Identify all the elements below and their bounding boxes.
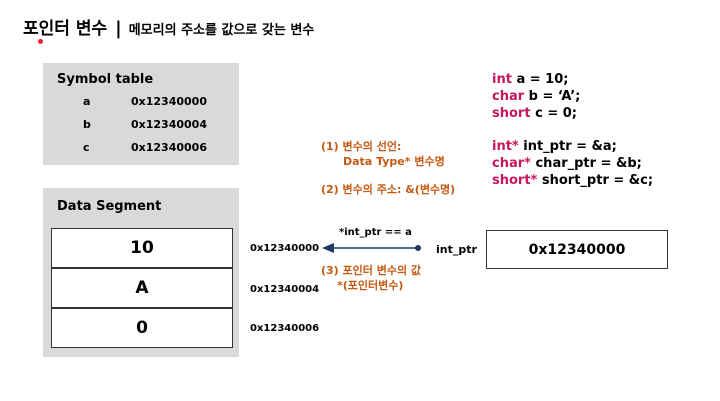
title-main: 포인터 변수 bbox=[23, 19, 108, 39]
code-keyword: char bbox=[492, 89, 525, 104]
code-keyword: char* bbox=[492, 156, 531, 171]
memory-cell: 0 bbox=[51, 308, 233, 348]
pointer-variable-label: int_ptr bbox=[436, 243, 477, 256]
title-separator: | bbox=[115, 18, 122, 39]
title-subtitle: 메모리의 주소를 값으로 갖는 변수 bbox=[128, 23, 315, 38]
symbol-name: a bbox=[83, 95, 91, 108]
memory-cell: 10 bbox=[51, 228, 233, 268]
code-keyword: short* bbox=[492, 173, 538, 188]
symbol-name: b bbox=[83, 118, 91, 131]
code-line: int a = 10; bbox=[492, 72, 568, 87]
note-declaration-line1: (1) 변수의 선언: bbox=[321, 140, 402, 153]
code-keyword: int bbox=[492, 72, 512, 87]
code-text: short_ptr = &c; bbox=[537, 173, 654, 188]
symbol-address: 0x12340004 bbox=[131, 118, 207, 131]
code-text: int_ptr = &a; bbox=[518, 139, 617, 154]
symbol-address: 0x12340000 bbox=[131, 95, 207, 108]
data-segment-panel: Data Segment 10 A 0 bbox=[43, 188, 239, 357]
memory-address-label: 0x12340000 bbox=[250, 243, 320, 254]
symbol-table-title: Symbol table bbox=[57, 72, 154, 87]
memory-cell: A bbox=[51, 268, 233, 308]
memory-address-label: 0x12340006 bbox=[250, 323, 320, 334]
code-line: short* short_ptr = &c; bbox=[492, 173, 653, 188]
arrow-origin-dot bbox=[415, 245, 421, 251]
code-line: char* char_ptr = &b; bbox=[492, 156, 642, 171]
laser-pointer-dot bbox=[38, 39, 43, 44]
code-keyword: int* bbox=[492, 139, 519, 154]
symbol-address: 0x12340006 bbox=[131, 141, 207, 154]
code-line: char b = ‘A’; bbox=[492, 89, 580, 104]
note-deref-line1: (3) 포인터 변수의 값 bbox=[321, 264, 422, 277]
symbol-name: c bbox=[83, 141, 90, 154]
pointer-arrow bbox=[322, 243, 421, 253]
note-address-of: (2) 변수의 주소: &(변수명) bbox=[321, 183, 456, 196]
code-text: a = 10; bbox=[511, 72, 569, 87]
code-line: int* int_ptr = &a; bbox=[492, 139, 617, 154]
deref-expression: *int_ptr == a bbox=[339, 227, 412, 238]
note-declaration-line2: Data Type* 변수명 bbox=[343, 155, 445, 168]
memory-address-label: 0x12340004 bbox=[250, 284, 320, 295]
arrow-head-icon bbox=[322, 243, 334, 253]
code-line: short c = 0; bbox=[492, 106, 577, 121]
code-text: char_ptr = &b; bbox=[530, 156, 642, 171]
page-title: 포인터 변수 | 메모리의 주소를 값으로 갖는 변수 bbox=[23, 14, 314, 39]
code-text: b = ‘A’; bbox=[524, 89, 581, 104]
data-segment-title: Data Segment bbox=[57, 199, 162, 214]
note-deref-line2: *(포인터변수) bbox=[337, 279, 404, 292]
pointer-value-box: 0x12340000 bbox=[486, 230, 668, 269]
symbol-table-panel: Symbol table a 0x12340000 b 0x12340004 c… bbox=[43, 63, 239, 165]
code-keyword: short bbox=[492, 106, 531, 121]
code-text: c = 0; bbox=[530, 106, 577, 121]
